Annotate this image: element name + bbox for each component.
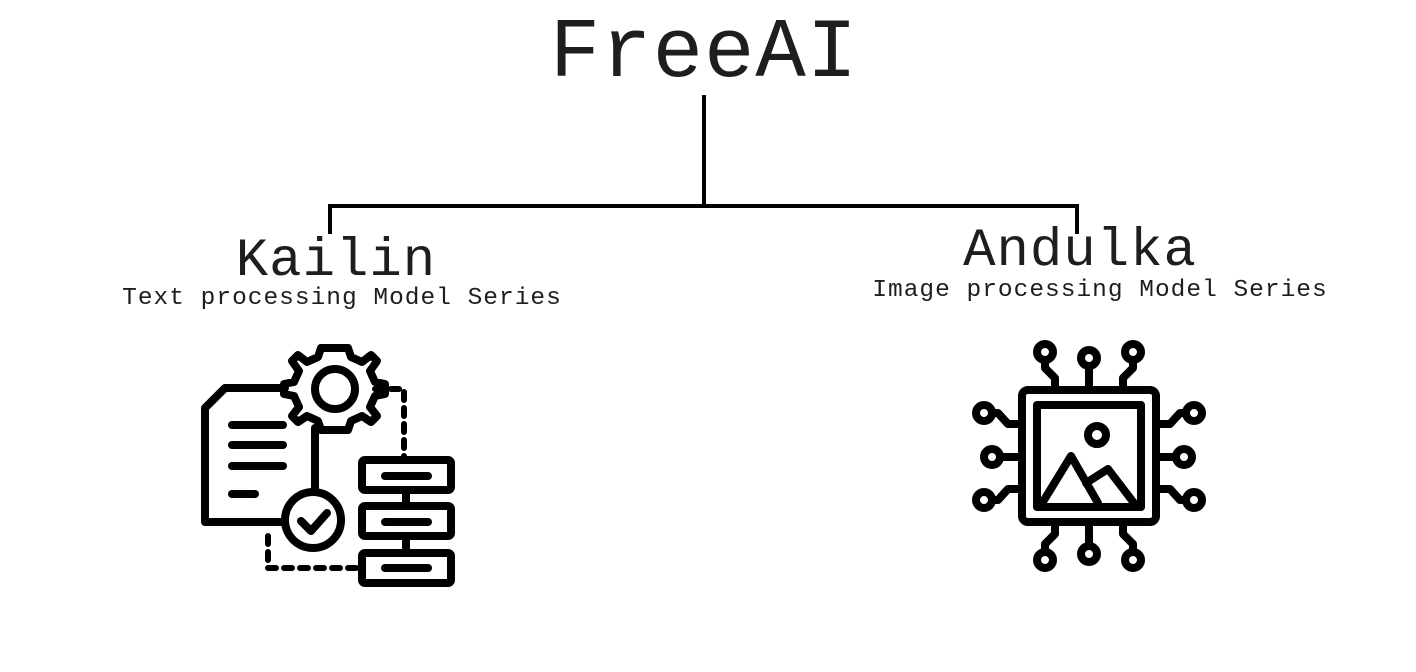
andulka-node-name: Andulka — [963, 221, 1197, 282]
kailin-node-description: Text processing Model Series — [122, 285, 562, 312]
document-gear-workflow-icon — [201, 344, 455, 587]
andulka-node-description: Image processing Model Series — [872, 277, 1328, 304]
image-processing-chip-icon — [972, 340, 1206, 572]
kailin-node-name: Kailin — [235, 231, 437, 292]
root-title: FreeAI — [549, 7, 859, 102]
